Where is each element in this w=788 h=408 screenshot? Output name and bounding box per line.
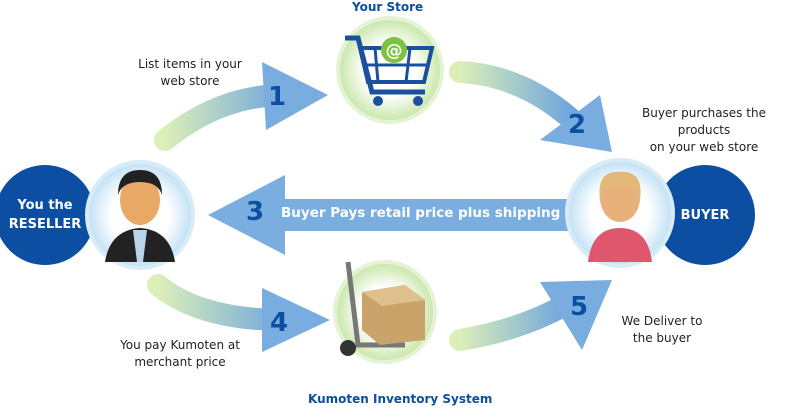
step-4-text: You pay Kumoten at merchant price: [110, 337, 250, 371]
arrow-step-1: [154, 62, 328, 151]
reseller-label: You the RESELLER: [0, 196, 90, 234]
inventory-title: Kumoten Inventory System: [308, 392, 493, 406]
step-5-number: 5: [570, 292, 589, 322]
step-2-line2: on your web store: [649, 140, 759, 154]
step-5-text: We Deliver to the buyer: [612, 313, 712, 347]
step-2-number: 2: [568, 110, 587, 140]
step-3-number: 3: [246, 197, 265, 227]
step-1-number: 1: [268, 82, 287, 112]
store-title: Your Store: [352, 0, 424, 14]
reseller-avatar: [0, 160, 195, 270]
step-4-line2: merchant price: [134, 355, 226, 369]
step-2-text: Buyer purchases the products on your web…: [614, 105, 788, 156]
hand-truck-box-icon: [333, 260, 437, 364]
buyer-avatar: [565, 158, 755, 268]
arrow-step-2: [449, 61, 612, 152]
arrow-step-4: [147, 274, 330, 352]
step-1-line2: web store: [160, 74, 220, 88]
arrow-step-3: [208, 175, 580, 255]
svg-text:@: @: [386, 41, 403, 61]
reseller-label-line1: You the: [17, 198, 73, 213]
arrow-step-5: [449, 280, 612, 351]
step-1-line1: List items in your: [138, 57, 242, 71]
step-3-text: Buyer Pays retail price plus shipping: [281, 205, 561, 221]
step-4-line1: You pay Kumoten at: [120, 338, 240, 352]
shopping-cart-icon: @: [336, 16, 444, 124]
step-4-number: 4: [270, 308, 289, 338]
step-1-text: List items in your web store: [120, 56, 260, 90]
step-5-line2: the buyer: [632, 331, 692, 345]
step-5-line1: We Deliver to: [621, 314, 703, 328]
reseller-label-line2: RESELLER: [8, 217, 82, 232]
step-2-line1: Buyer purchases the products: [642, 106, 766, 137]
buyer-label: BUYER: [680, 208, 730, 223]
